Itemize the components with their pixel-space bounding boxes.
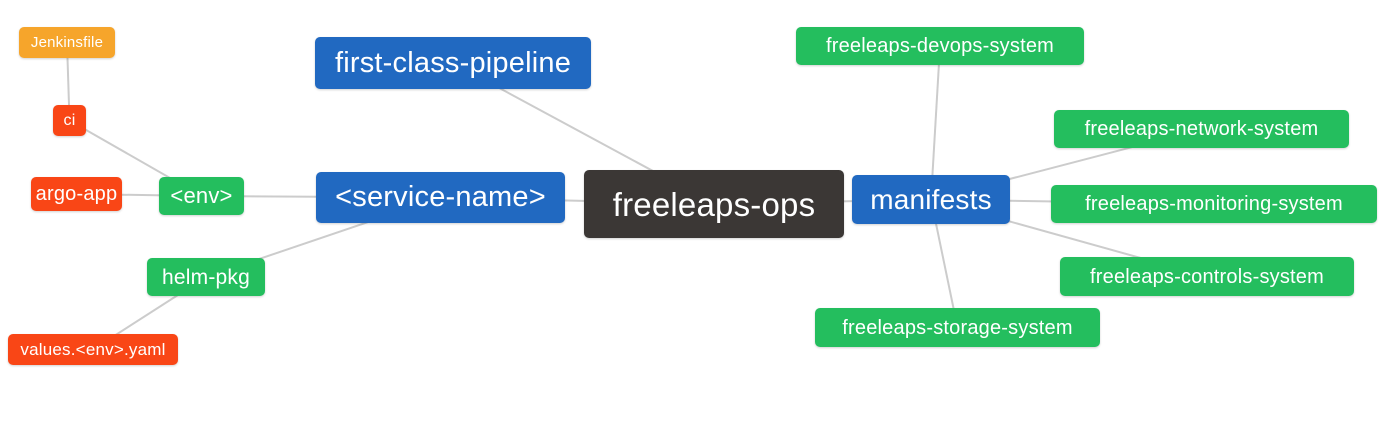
node-argo-app[interactable]: argo-app <box>31 177 122 211</box>
node-service-name[interactable]: <service-name> <box>316 172 565 223</box>
node-freeleaps-devops-system[interactable]: freeleaps-devops-system <box>796 27 1084 65</box>
node-freeleaps-controls-system[interactable]: freeleaps-controls-system <box>1060 257 1354 296</box>
node-ci[interactable]: ci <box>53 105 86 136</box>
node-freeleaps-ops[interactable]: freeleaps-ops <box>584 170 844 238</box>
node-jenkinsfile[interactable]: Jenkinsfile <box>19 27 115 58</box>
node-values-env-yaml[interactable]: values.<env>.yaml <box>8 334 178 365</box>
node-first-class-pipeline[interactable]: first-class-pipeline <box>315 37 591 89</box>
node-freeleaps-storage-system[interactable]: freeleaps-storage-system <box>815 308 1100 347</box>
node-helm-pkg[interactable]: helm-pkg <box>147 258 265 296</box>
node-freeleaps-monitoring-system[interactable]: freeleaps-monitoring-system <box>1051 185 1377 223</box>
node-env[interactable]: <env> <box>159 177 244 215</box>
node-freeleaps-network-system[interactable]: freeleaps-network-system <box>1054 110 1349 148</box>
node-manifests[interactable]: manifests <box>852 175 1010 224</box>
